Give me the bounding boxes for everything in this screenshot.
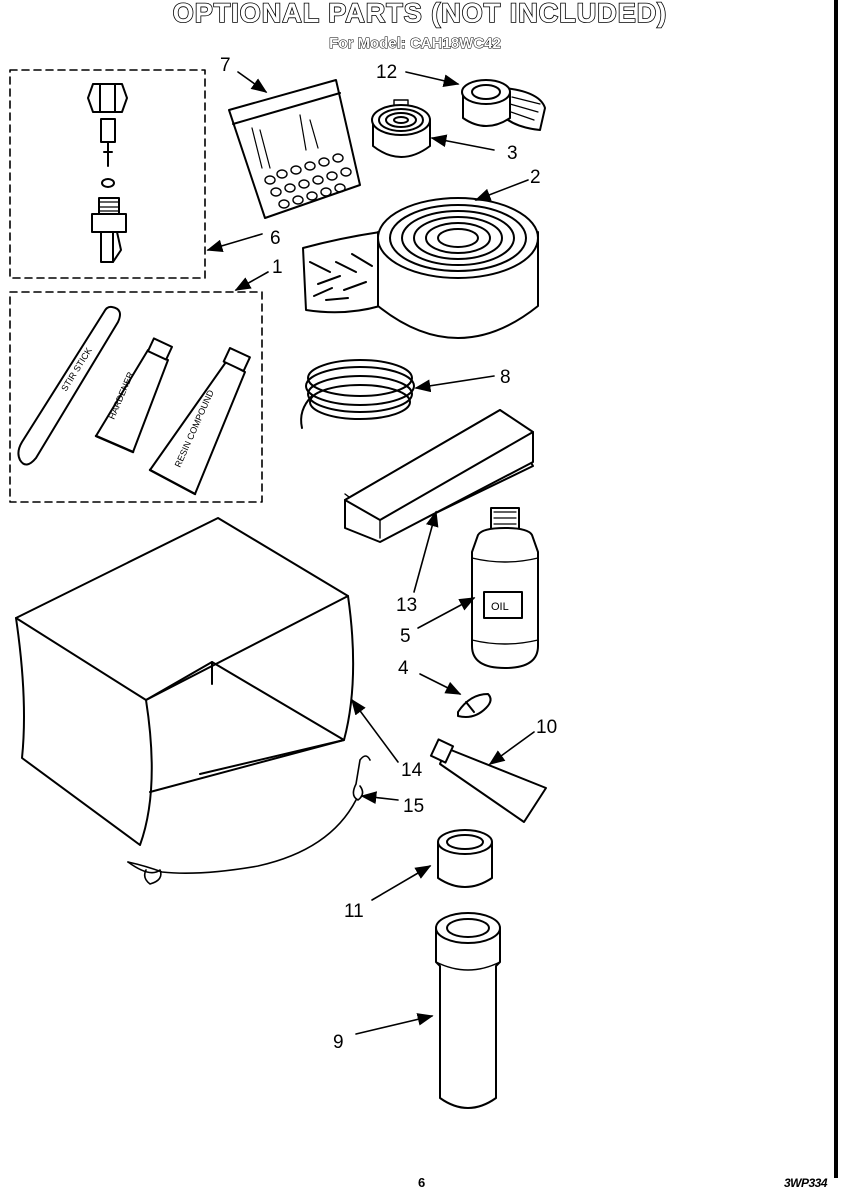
callout-4: 4 [398, 658, 409, 679]
callout-1: 1 [272, 257, 283, 278]
part-6-valve-kit [9, 69, 206, 279]
part-10-tube [429, 738, 547, 823]
part-13-foam-block [344, 409, 534, 543]
oil-label: OIL [491, 601, 509, 613]
callout-9: 9 [333, 1032, 344, 1053]
part-12-tape-roll [461, 79, 546, 131]
callout-7: 7 [220, 55, 231, 76]
callout-5: 5 [400, 626, 411, 647]
part-1-sealant-kit: STIR STICK HARDENER RESIN COMPOUND [9, 291, 263, 503]
part-3-foam-tape [371, 99, 431, 158]
model-subtitle: For Model: CAH18WC42 [329, 35, 502, 53]
page-number: 6 [418, 1175, 426, 1190]
callout-14: 14 [401, 760, 423, 781]
part-11-can [437, 829, 493, 888]
part-9-aerosol-can [435, 912, 501, 1109]
part-5-oil-bottle: OIL [471, 507, 539, 669]
callout-13: 13 [396, 595, 417, 616]
document-code: 3WP334 [784, 1176, 828, 1190]
part-8-wire-coil [300, 359, 415, 429]
callout-12: 12 [376, 62, 397, 83]
callout-15: 15 [403, 796, 424, 817]
part-15-hook-cord [127, 755, 371, 885]
callout-3: 3 [507, 143, 518, 164]
right-border-line [834, 0, 838, 1178]
part-4-capsule [457, 693, 492, 718]
callout-numbers: 7 12 3 2 6 1 8 13 5 4 10 14 15 11 9 [220, 55, 557, 1053]
part-14-cover [15, 517, 355, 846]
page-title: OPTIONAL PARTS (NOT INCLUDED) [172, 0, 668, 29]
part-2-insulation-roll [302, 197, 539, 339]
part-7-screw-bag [228, 79, 361, 219]
callout-6: 6 [270, 228, 281, 249]
callout-8: 8 [500, 367, 511, 388]
callout-2: 2 [530, 167, 541, 188]
callout-10: 10 [536, 717, 557, 738]
callout-11: 11 [344, 901, 364, 922]
leader-lines [206, 71, 535, 1035]
